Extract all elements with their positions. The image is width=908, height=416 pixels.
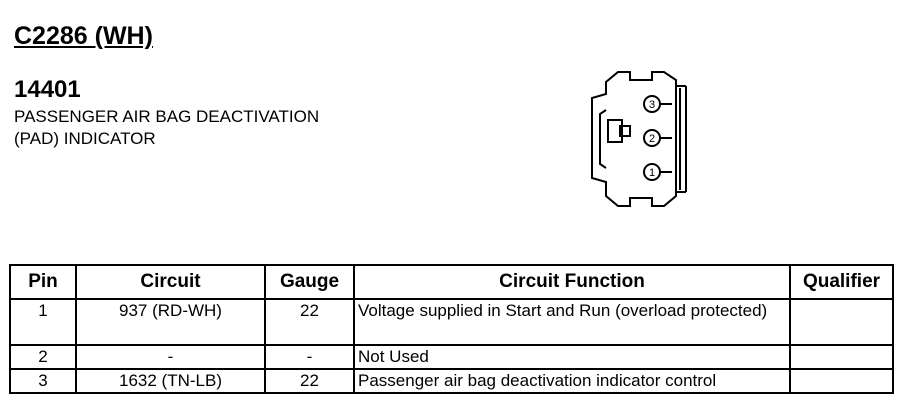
connector-key-tab	[619, 125, 631, 137]
cell-circuit: 937 (RD-WH)	[75, 298, 266, 346]
connector-latch	[599, 109, 607, 169]
pin-table: Pin Circuit Gauge Circuit Function Quali…	[9, 264, 894, 394]
cell-function: Not Used	[353, 344, 791, 370]
cell-pin: 2	[9, 344, 77, 370]
component-description: PASSENGER AIR BAG DEACTIVATION (PAD) IND…	[14, 106, 319, 150]
cell-function: Voltage supplied in Start and Run (overl…	[353, 298, 791, 346]
cell-pin: 1	[9, 298, 77, 346]
cell-pin: 3	[9, 368, 77, 394]
connector-outline	[591, 71, 677, 207]
cell-circuit: -	[75, 344, 266, 370]
pin-label-3: 3	[649, 99, 655, 111]
header-gauge: Gauge	[264, 264, 355, 300]
pin-label-2: 2	[649, 133, 655, 145]
pin-label-1: 1	[649, 167, 655, 179]
table-row: 2 - - Not Used	[9, 344, 894, 370]
header-circuit: Circuit	[75, 264, 266, 300]
cell-gauge: 22	[264, 298, 355, 346]
description-line-1: PASSENGER AIR BAG DEACTIVATION	[14, 107, 320, 126]
cell-qualifier	[789, 344, 894, 370]
connector-face-diagram: 3 2 1	[591, 71, 687, 207]
connector-key	[607, 119, 623, 143]
cell-circuit: 1632 (TN-LB)	[75, 368, 266, 394]
table-header-row: Pin Circuit Gauge Circuit Function Quali…	[9, 264, 894, 300]
table-row: 1 937 (RD-WH) 22 Voltage supplied in Sta…	[9, 298, 894, 346]
cell-gauge: 22	[264, 368, 355, 394]
description-line-2: (PAD) INDICATOR	[14, 129, 156, 148]
table-row: 3 1632 (TN-LB) 22 Passenger air bag deac…	[9, 368, 894, 394]
header-pin: Pin	[9, 264, 77, 300]
header-circuit-function: Circuit Function	[353, 264, 791, 300]
cell-function: Passenger air bag deactivation indicator…	[353, 368, 791, 394]
header-qualifier: Qualifier	[789, 264, 894, 300]
connector-id-title: C2286 (WH)	[14, 22, 153, 50]
cell-qualifier	[789, 368, 894, 394]
cell-gauge: -	[264, 344, 355, 370]
cell-qualifier	[789, 298, 894, 346]
part-number: 14401	[14, 76, 81, 103]
